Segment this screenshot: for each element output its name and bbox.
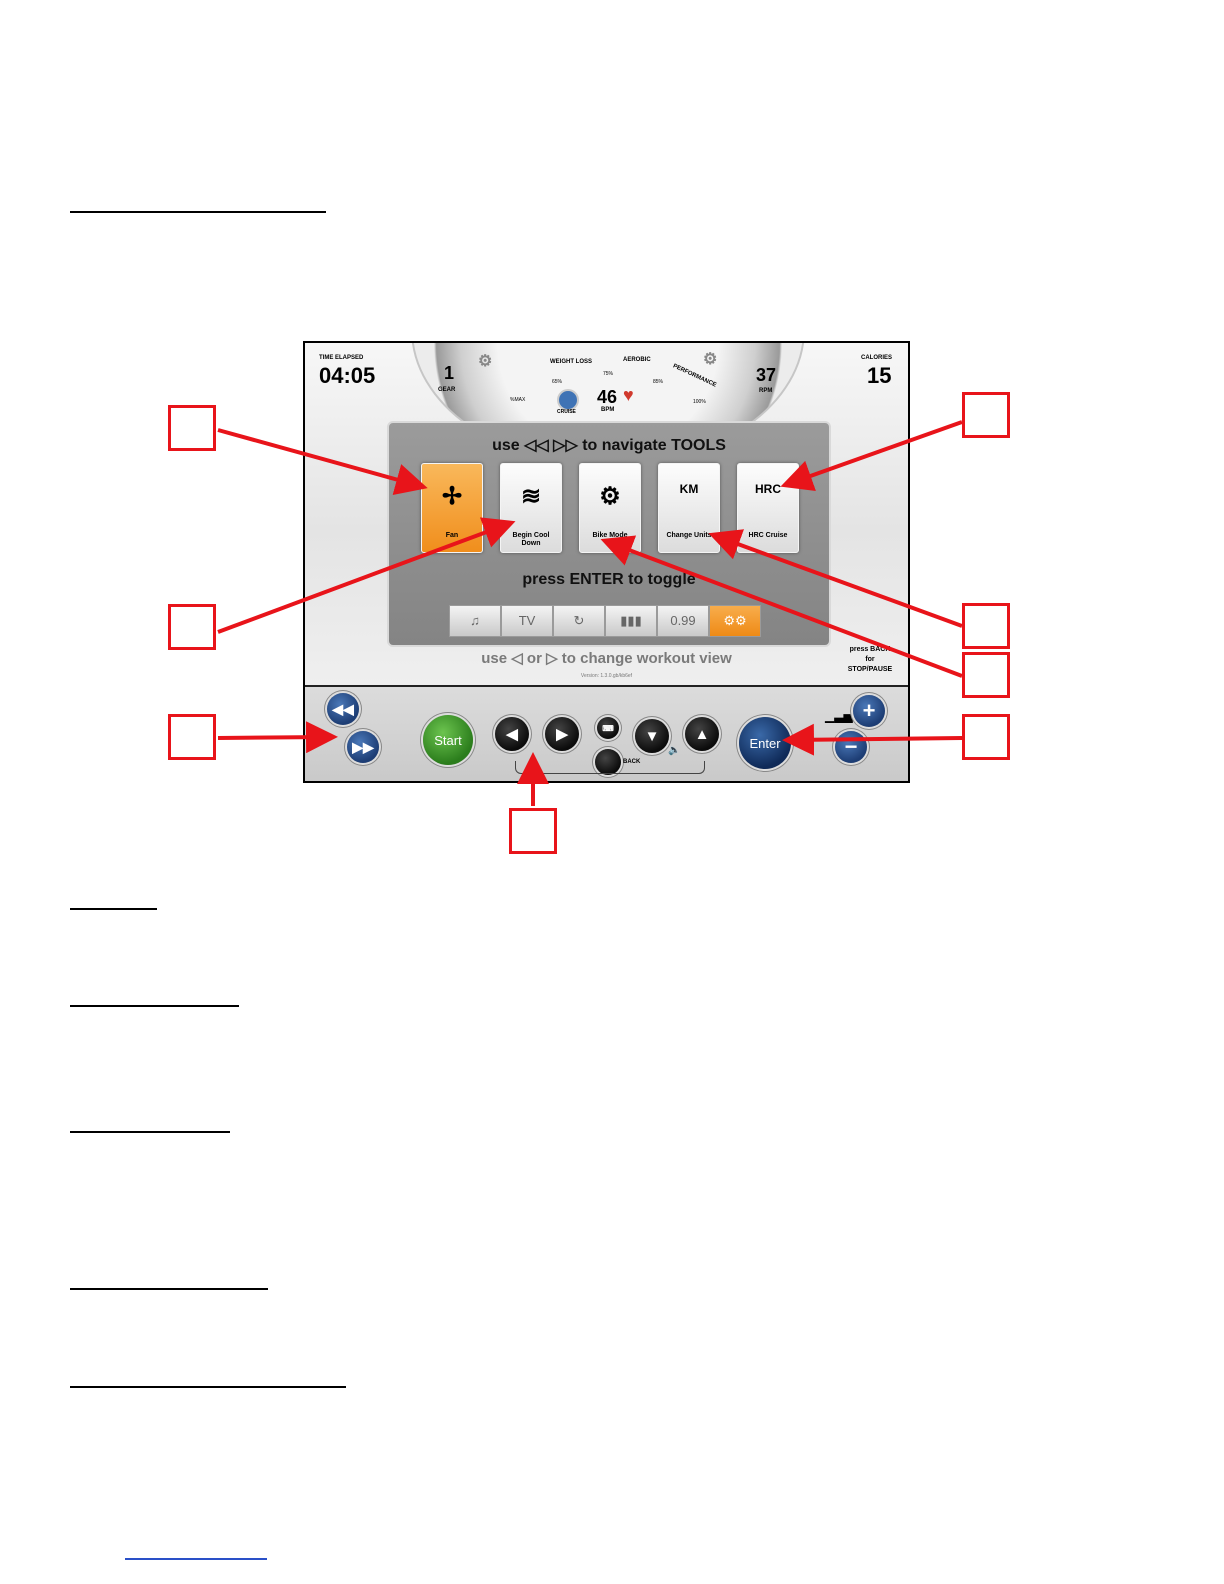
heart-rate-label: BPM [601,407,615,413]
incline-icon: ▁▃▅ [825,709,853,723]
zone-tick-75: 75% [603,371,614,377]
back-button[interactable] [595,749,621,775]
zone-tick-85: 85% [653,379,664,385]
console-screen: TIME ELAPSED 04:05 1 GEAR ⚙ WEIGHT LOSS … [305,343,908,685]
fan-icon: ✢ [441,483,463,510]
gear-value: 1 [444,363,455,383]
arrow-hrc-cruise [780,420,963,492]
cruise-icon [557,389,579,411]
heading-underline-2 [70,908,157,910]
zone-tick-65: 65% [552,379,563,385]
back-hint: press BACK for STOP/PAUSE [837,645,903,675]
bike-mode-icon: ⚙ [703,351,718,368]
heart-rate-value: 46 [597,387,618,407]
tools-panel-footer: press ENTER to toggle [522,571,696,588]
tools-panel-title: use ◁◁ ▷▷ to navigate TOOLS [492,437,726,454]
hyperlink-underline[interactable] [125,1558,267,1560]
heading-underline-6 [70,1386,346,1388]
rpm-label: RPM [759,388,773,394]
tool-label: Change Units [666,532,712,539]
back-label: BACK [623,759,641,765]
callout-box-enter [962,714,1010,760]
view-tab-2[interactable]: ↻ [553,605,605,637]
units-icon: KM [679,482,699,496]
gear-icon: ⚙ [478,353,493,370]
tool-label: HRC Cruise [748,532,788,539]
heading-underline-4 [70,1131,230,1133]
fast-forward-button[interactable]: ▶▶ [347,731,379,763]
tool-button-change-units[interactable]: KM Change Units [658,463,720,553]
time-elapsed-label: TIME ELAPSED [319,355,364,361]
volume-up-button[interactable]: ▲ [685,717,719,751]
time-elapsed-value: 04:05 [319,363,376,388]
tool-label: Bike Mode [592,532,628,539]
speaker-icon: 🔈 [668,745,681,756]
workout-view-tabs: ♫TV↻▮▮▮0.99⚙⚙ [449,605,763,637]
calories-value: 15 [867,363,892,388]
rewind-button[interactable]: ◀◀ [327,693,359,725]
console-control-bar: ◀◀ ▶▶ Start ◀ ▶ ⌨ BACK ▼ 🔈 ▲ Enter ▁▃▅ +… [305,685,908,781]
tool-label: Fan [445,532,459,539]
left-arrow-button[interactable]: ◀ [495,717,529,751]
view-tab-3[interactable]: ▮▮▮ [605,605,657,637]
callout-box-arrow-keys [509,808,557,854]
arrow-fan [217,428,428,496]
back-hint-line-3: STOP/PAUSE [847,666,893,673]
callout-box-navigate [168,714,216,760]
callout-box-hrc [962,392,1010,438]
heading-underline-3 [70,1005,239,1007]
zone-weight-loss: WEIGHT LOSS [550,359,592,365]
callout-box-fan [168,405,216,451]
hrc-icon: HRC [755,482,781,496]
arrow-cool-down [217,517,516,634]
back-hint-line-1: press BACK [849,646,891,653]
callout-box-cool-down [168,604,216,650]
back-hint-line-2: for [865,656,875,663]
arrow-bike-mode [600,535,963,678]
zone-aerobic: AEROBIC [623,357,651,363]
arrow-bracket [515,761,705,774]
view-tab-4[interactable]: 0.99 [657,605,709,637]
zone-tick-max: %MAX [510,397,526,403]
callout-box-bike-mode [962,652,1010,698]
heading-underline-1 [70,211,326,213]
change-view-text: use ◁ or ▷ to change workout view [481,650,732,667]
heart-icon: ♥ [623,385,634,405]
zone-tick-100: 100% [693,399,706,405]
view-tab-5[interactable]: ⚙⚙ [709,605,761,637]
keyboard-button[interactable]: ⌨ [597,717,619,739]
arrow-change-units [708,529,963,628]
cruise-label: CRUISE [557,409,576,415]
heading-underline-5 [70,1288,268,1290]
right-arrow-button[interactable]: ▶ [545,717,579,751]
callout-box-units [962,603,1010,649]
arrow-enter [782,723,963,756]
arrow-navigate-buttons [217,721,338,754]
rpm-value: 37 [756,365,777,385]
version-text: Version: 1.3.0.gb/kb6ef [580,673,633,679]
cooldown-icon: ≋ [520,483,542,510]
increase-button[interactable]: + [853,695,885,727]
gear-label: GEAR [438,387,456,393]
gear-icon: ⚙ [599,483,621,510]
tool-label: Begin Cool Down [512,532,550,547]
view-tab-0[interactable]: ♫ [449,605,501,637]
calories-label: CALORIES [861,355,893,361]
view-tab-1[interactable]: TV [501,605,553,637]
start-button[interactable]: Start [423,715,473,765]
volume-down-button[interactable]: ▼ [635,719,669,753]
console-screenshot: TIME ELAPSED 04:05 1 GEAR ⚙ WEIGHT LOSS … [303,341,910,783]
